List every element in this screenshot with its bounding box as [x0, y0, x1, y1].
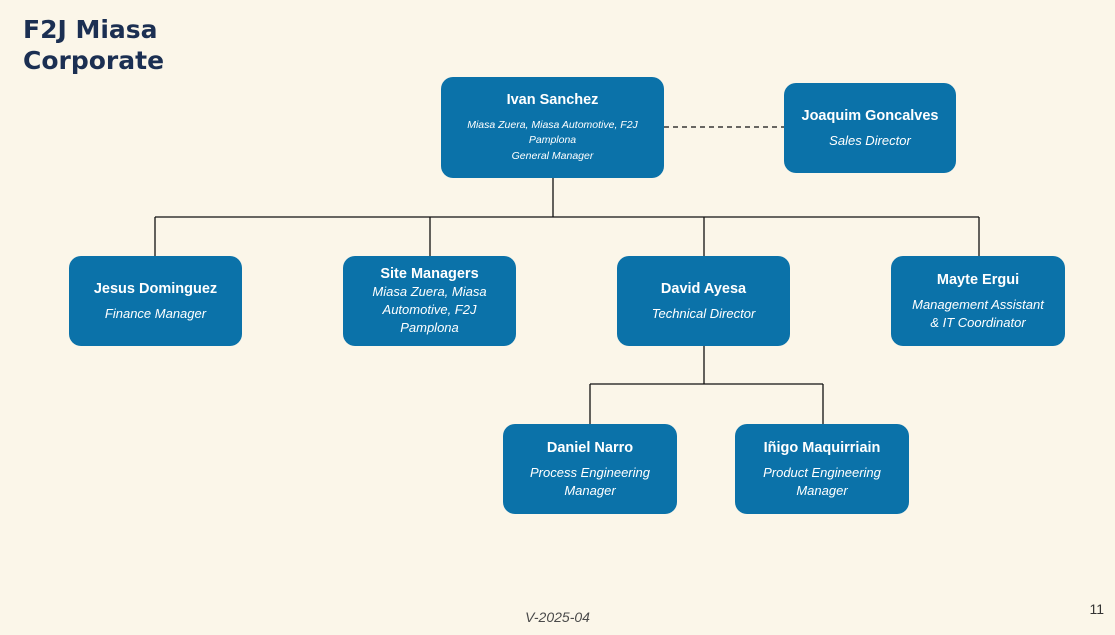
technical-role: Technical Director [651, 305, 756, 321]
page-title: F2J Miasa Corporate [23, 14, 164, 76]
finance-role: Finance Manager [104, 305, 207, 321]
ceo-name: Ivan Sanchez [506, 91, 599, 108]
finance-name: Jesus Dominguez [93, 280, 218, 297]
version-label: V-2025-04 [525, 609, 590, 625]
assistant-role-line-2: & IT Coordinator [930, 314, 1026, 330]
title-line-2: Corporate [23, 46, 165, 75]
ceo-companies-line-1: Miasa Zuera, Miasa Automotive, F2J [467, 118, 638, 131]
sites-line-2: Automotive, F2J [382, 302, 477, 317]
page-number: 11 [1089, 601, 1104, 617]
node-product-engineering[interactable]: Iñigo Maquirriain Product Engineering Ma… [735, 424, 909, 514]
sales-name: Joaquim Goncalves [801, 107, 939, 124]
node-finance-manager[interactable]: Jesus Dominguez Finance Manager [69, 256, 242, 346]
process-role-line-2: Manager [564, 482, 616, 498]
process-role-line-1: Process Engineering [530, 464, 650, 480]
product-role-line-1: Product Engineering [763, 464, 881, 480]
ceo-companies-line-2: Pamplona [528, 134, 577, 147]
node-sales-director[interactable]: Joaquim Goncalves Sales Director [784, 83, 956, 173]
sites-name: Site Managers [380, 266, 479, 282]
ceo-role: General Manager [511, 149, 594, 162]
technical-name: David Ayesa [660, 280, 747, 297]
node-process-engineering[interactable]: Daniel Narro Process Engineering Manager [503, 424, 677, 514]
sites-line-1: Miasa Zuera, Miasa [372, 284, 487, 299]
node-site-managers[interactable]: Site Managers Miasa Zuera, Miasa Automot… [343, 256, 516, 346]
title-line-1: F2J Miasa [23, 15, 158, 44]
process-name: Daniel Narro [546, 439, 634, 456]
product-name: Iñigo Maquirriain [763, 439, 881, 456]
sales-role: Sales Director [829, 132, 911, 148]
product-role-line-2: Manager [796, 482, 848, 498]
assistant-role-line-1: Management Assistant [912, 296, 1044, 312]
sites-line-3: Pamplona [400, 320, 459, 335]
node-management-assistant[interactable]: Mayte Ergui Management Assistant & IT Co… [891, 256, 1065, 346]
node-technical-director[interactable]: David Ayesa Technical Director [617, 256, 790, 346]
node-ceo[interactable]: Ivan Sanchez Miasa Zuera, Miasa Automoti… [441, 77, 664, 178]
assistant-name: Mayte Ergui [936, 271, 1020, 288]
